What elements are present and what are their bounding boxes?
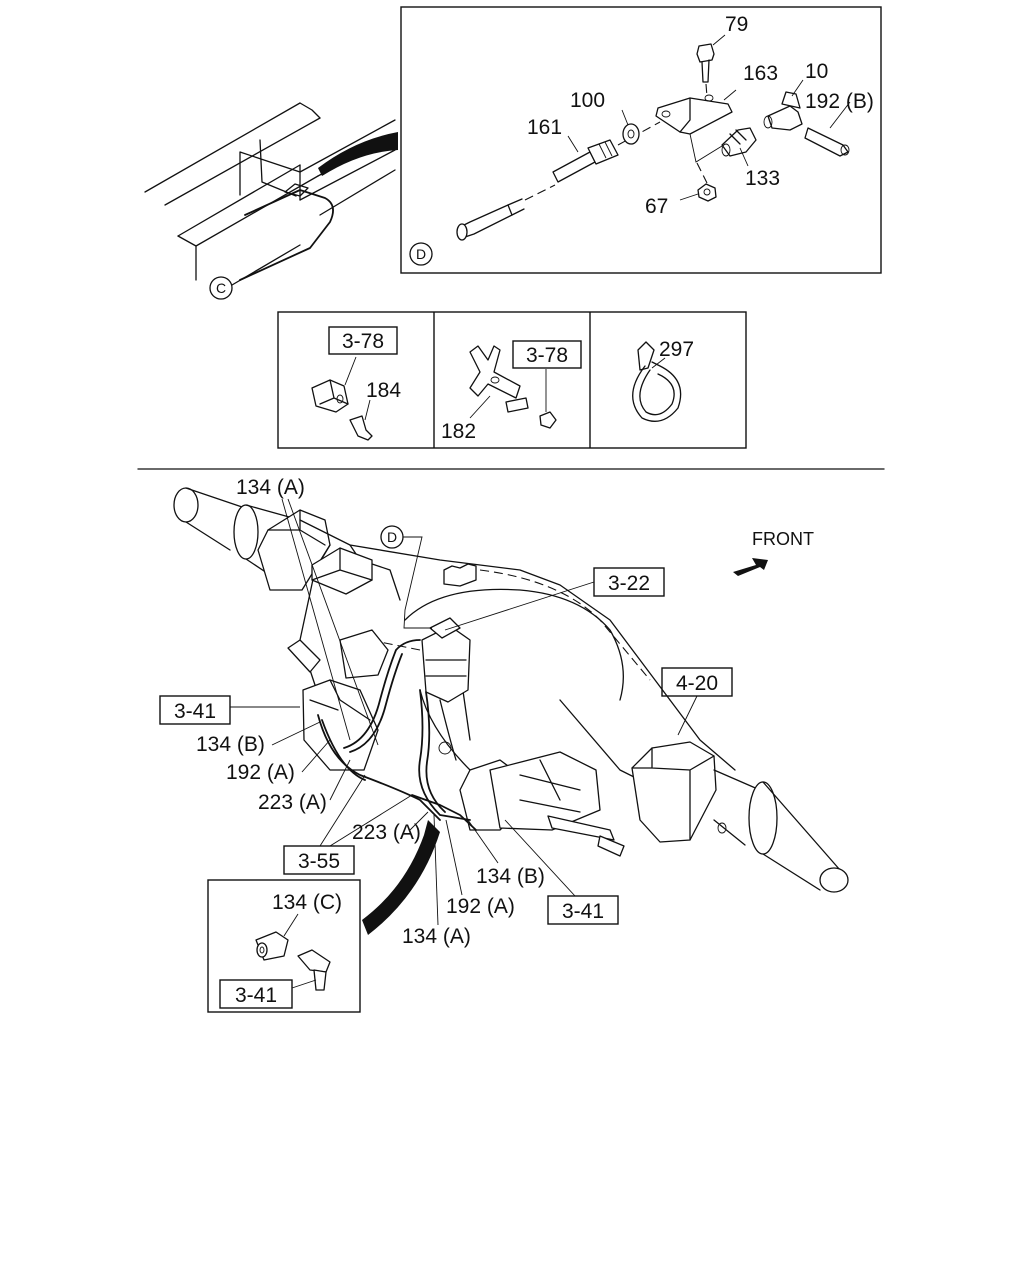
frame-rail-sketch (144, 102, 398, 286)
label-79: 79 (725, 13, 748, 36)
label-134a-bottom: 134 (A) (402, 925, 471, 948)
front-label: FRONT (752, 529, 814, 549)
ref-box-3-55 (283, 845, 355, 875)
inset-leader-arrow (362, 820, 440, 935)
label-134c: 134 (C) (272, 891, 342, 914)
label-182: 182 (441, 420, 476, 443)
label-192a-right: 192 (A) (446, 895, 515, 918)
svg-text:3-41: 3-41 (235, 984, 277, 1007)
svg-text:D: D (387, 529, 397, 545)
label-297: 297 (659, 338, 694, 361)
svg-text:3-41: 3-41 (174, 700, 216, 723)
ref-box-3-41-inset (219, 979, 293, 1009)
svg-text:C: C (216, 280, 226, 296)
detail-leader-arrow (318, 132, 398, 176)
ref-box-3-78-a (328, 326, 398, 355)
label-192b: 192 (B) (805, 90, 874, 113)
rear-axle-assembly (173, 487, 849, 893)
ref-box-3-41-right (547, 895, 619, 925)
label-134a-top: 134 (A) (236, 476, 305, 499)
inset-box (207, 879, 361, 1013)
marker-d-top: D (409, 242, 433, 266)
svg-text:3-22: 3-22 (608, 572, 650, 595)
fitting-134c (255, 931, 331, 991)
front-arrow (733, 558, 768, 576)
detail-marker-c: C (209, 276, 233, 300)
svg-text:3-78: 3-78 (342, 330, 384, 353)
svg-text:3-41: 3-41 (562, 900, 604, 923)
label-10: 10 (805, 60, 828, 83)
label-133: 133 (745, 167, 780, 190)
brake-pipe-fittings (456, 43, 850, 241)
ref-box-3-41-left (159, 695, 231, 725)
clip-panel-box (277, 311, 747, 449)
label-134b-left: 134 (B) (196, 733, 265, 756)
label-223a-mid: 223 (A) (352, 821, 421, 844)
bracket-182 (469, 345, 557, 429)
svg-text:3-55: 3-55 (298, 850, 340, 873)
label-100: 100 (570, 89, 605, 112)
top-detail-box (400, 6, 882, 274)
label-223a-left: 223 (A) (258, 791, 327, 814)
svg-text:4-20: 4-20 (676, 672, 718, 695)
marker-d-main: D (380, 525, 404, 549)
label-163: 163 (743, 62, 778, 85)
svg-text:3-78: 3-78 (526, 344, 568, 367)
svg-text:D: D (416, 246, 426, 262)
label-67: 67 (645, 195, 668, 218)
label-134b-right: 134 (B) (476, 865, 545, 888)
cable-tie-297 (632, 341, 682, 422)
ref-box-3-78-b (512, 340, 582, 369)
label-161: 161 (527, 116, 562, 139)
label-192a-left: 192 (A) (226, 761, 295, 784)
clip-184 (311, 379, 373, 441)
label-184: 184 (366, 379, 401, 402)
